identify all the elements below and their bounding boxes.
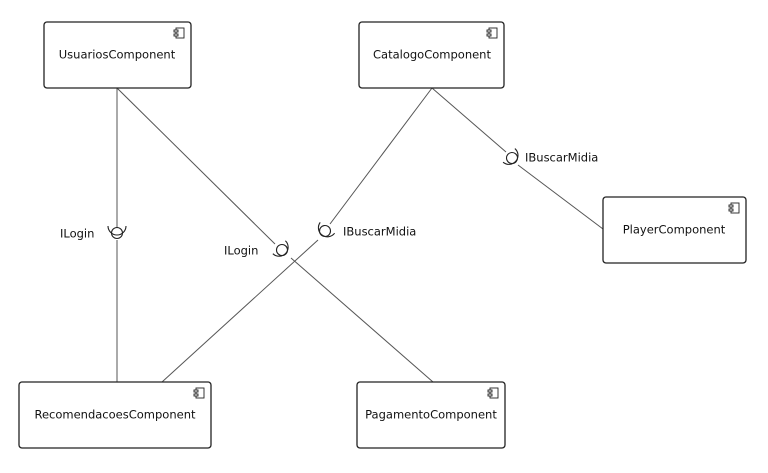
- connectors: [116, 87, 604, 383]
- connector-ilogin-pagamento-consumer: [290, 257, 434, 383]
- ibuscar-recomendacoes-socket: [317, 222, 336, 238]
- ibuscar-player-socket: [502, 148, 519, 165]
- ibuscar-player-symbol: [502, 148, 519, 165]
- ibuscar-recomendacoes-label: IBuscarMidia: [343, 225, 416, 239]
- ibuscar-recomendacoes-symbol: [317, 222, 336, 238]
- component-icon: [173, 27, 185, 39]
- connector-ibuscar-recomendacoes-consumer: [161, 239, 319, 383]
- connector-ibuscar-player-consumer: [517, 164, 604, 230]
- component-recomendacoes-label: RecomendacoesComponent: [34, 408, 196, 422]
- connector-usuarios-ilogin-pagamento: [116, 87, 276, 245]
- ilogin-pagamento-symbol: [272, 240, 289, 257]
- ilogin-pagamento-label: ILogin: [224, 244, 258, 258]
- ilogin-recomendacoes-ball: [110, 226, 124, 240]
- component-usuarios[interactable]: UsuariosComponent: [43, 21, 192, 89]
- component-usuarios-label: UsuariosComponent: [59, 48, 176, 62]
- component-pagamento-label: PagamentoComponent: [365, 408, 497, 422]
- component-recomendacoes-box[interactable]: [18, 381, 212, 449]
- ilogin-recomendacoes-socket: [107, 225, 127, 236]
- component-icon: [193, 387, 205, 399]
- ilogin-recomendacoes-symbol: [107, 225, 127, 240]
- component-usuarios-box[interactable]: [43, 21, 192, 89]
- ibuscar-player-label: IBuscarMidia: [525, 151, 598, 165]
- component-player-box[interactable]: [602, 196, 747, 264]
- ilogin-recomendacoes-label: ILogin: [60, 227, 94, 241]
- component-pagamento-box[interactable]: [356, 381, 506, 449]
- component-catalogo-label: CatalogoComponent: [373, 48, 491, 62]
- component-icon: [728, 202, 740, 214]
- component-catalogo[interactable]: CatalogoComponent: [358, 21, 505, 89]
- component-icon: [487, 387, 499, 399]
- component-player-label: PlayerComponent: [623, 223, 726, 237]
- component-pagamento[interactable]: PagamentoComponent: [356, 381, 506, 449]
- interface-symbols: [107, 148, 519, 257]
- interface-labels: ILogin ILogin IBuscarMidia IBuscarMidia: [60, 151, 598, 258]
- component-player[interactable]: PlayerComponent: [602, 196, 747, 264]
- component-icon: [486, 27, 498, 39]
- connector-catalogo-ibuscar-recomendacoes: [329, 87, 433, 225]
- component-catalogo-box[interactable]: [358, 21, 505, 89]
- component-recomendacoes[interactable]: RecomendacoesComponent: [18, 381, 212, 449]
- ilogin-pagamento-socket: [272, 240, 289, 257]
- connector-catalogo-ibuscar-player: [431, 87, 507, 153]
